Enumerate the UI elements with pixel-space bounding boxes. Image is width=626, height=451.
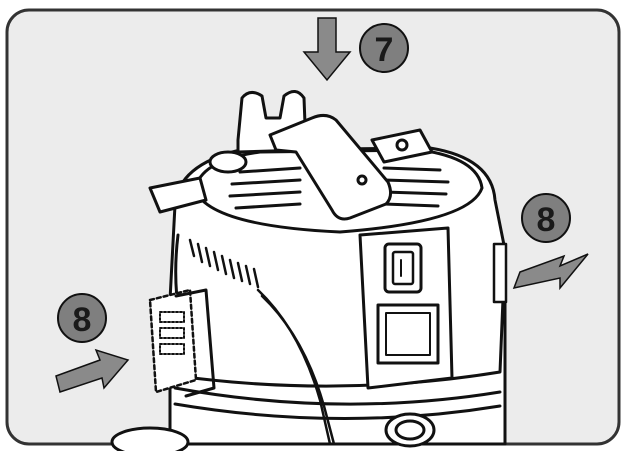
blower-port: [148, 176, 208, 214]
cap-button-dot: [395, 138, 409, 152]
arrow-left-icon: [512, 253, 589, 291]
arrow-right-icon: [55, 348, 130, 393]
side-vents: [188, 238, 260, 289]
latch-grip-dots: [159, 311, 185, 355]
step-8-left-badge: [57, 293, 107, 343]
handle-hole: [356, 174, 368, 186]
right-side-strip: [492, 242, 508, 304]
step-7-indicator: 7: [302, 17, 409, 82]
vacuum-cleaner-illustration: [110, 90, 508, 451]
step-7-label: 7: [375, 31, 394, 69]
carry-handle: [268, 113, 393, 221]
arrow-down-icon: [302, 17, 352, 82]
drum-rim-lower: [173, 402, 502, 421]
step-8-right-indicator: 8: [512, 193, 589, 291]
step-7-badge: [359, 23, 409, 73]
power-switch-rocker: [391, 250, 415, 286]
hose-inlet-inner: [394, 419, 426, 441]
blower-port-opening: [208, 150, 248, 174]
side-latch-released: [148, 288, 198, 394]
filter-window-inner: [385, 312, 431, 356]
step-8-right-label: 8: [537, 201, 556, 239]
power-cord-2: [260, 294, 336, 446]
wheel-left: [110, 426, 190, 451]
drum-rim: [173, 386, 502, 406]
step-8-left-label: 8: [73, 301, 92, 339]
top-vent-grille: [228, 166, 450, 210]
step-8-left-indicator: 8: [55, 293, 130, 393]
step-8-right-badge: [521, 193, 571, 243]
side-latch-frame: [174, 288, 216, 398]
